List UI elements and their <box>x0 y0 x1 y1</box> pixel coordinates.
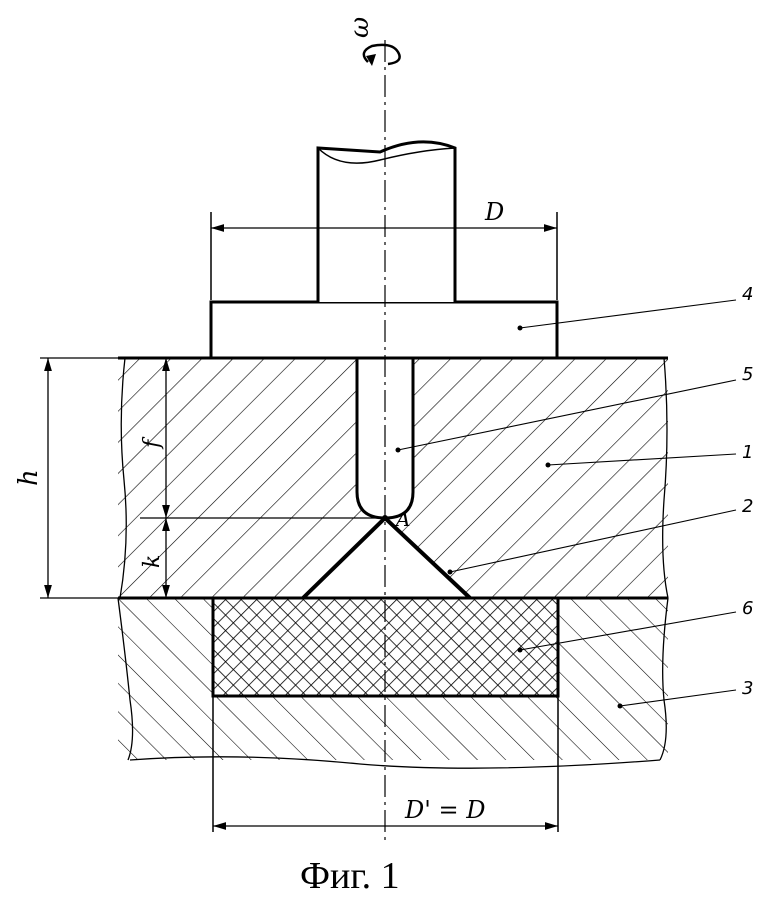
dimension-D <box>210 212 558 300</box>
dimension-h <box>40 357 118 599</box>
part-5-label: 5 <box>742 364 753 385</box>
tool-assembly <box>209 140 559 360</box>
rotation-icon <box>362 43 401 66</box>
dimension-D-prime <box>212 696 559 832</box>
part-4-label: 4 <box>742 284 753 305</box>
upper-plate <box>118 356 669 600</box>
part-3-label: 3 <box>742 678 753 699</box>
point-A <box>382 515 388 521</box>
leader-dots <box>395 325 623 709</box>
leader-lines <box>397 299 737 707</box>
omega-label: ω <box>345 17 375 38</box>
part-2-label: 2 <box>742 496 753 517</box>
dimension-h-label: h <box>14 469 44 486</box>
part-1-label: 1 <box>742 442 753 463</box>
figure-caption: Фиг. 1 <box>300 855 400 897</box>
point-A-label: A <box>394 507 410 531</box>
part-6-label: 6 <box>742 598 753 619</box>
dimension-D-prime-label: D' = D <box>404 796 485 824</box>
dimension-k-label: k <box>140 555 165 568</box>
dimension-f-k <box>140 358 383 598</box>
dimension-D-label: D <box>484 198 504 226</box>
